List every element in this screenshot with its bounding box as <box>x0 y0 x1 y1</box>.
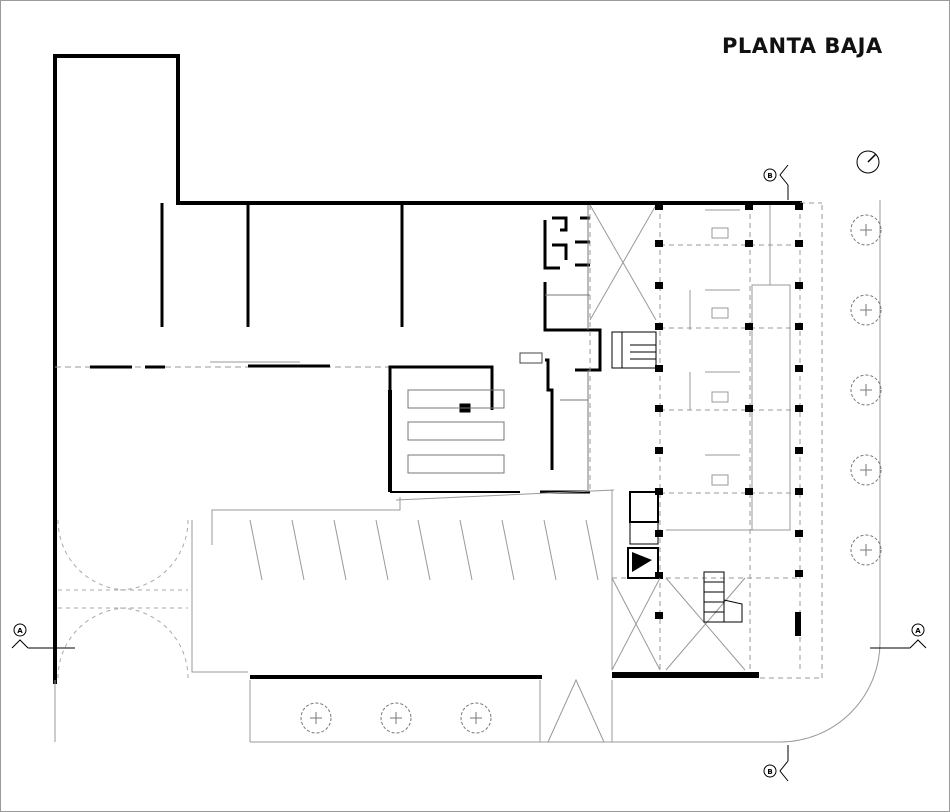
stair-lower <box>703 571 743 623</box>
section-marker-b-top: B <box>763 164 789 200</box>
svg-text:B: B <box>767 768 772 776</box>
section-marker-a-left: A <box>11 623 75 649</box>
tree-icon <box>380 702 412 734</box>
parking-area <box>191 497 599 673</box>
storage-bays <box>55 203 404 369</box>
service-core <box>519 205 602 490</box>
gallery <box>589 202 823 679</box>
tree-icon <box>300 702 332 734</box>
tree-icon <box>850 214 882 246</box>
lower-core <box>611 490 746 671</box>
tree-icon <box>460 702 492 734</box>
section-marker-a-right: A <box>870 623 927 649</box>
vehicle-gates <box>57 519 189 679</box>
stair-upper <box>611 331 657 369</box>
tree-icon <box>850 374 882 406</box>
section-marker-b-bottom: B <box>763 745 789 782</box>
sidewalk <box>54 200 881 743</box>
tree-icon <box>850 534 882 566</box>
exterior-walls <box>53 54 802 684</box>
tree-symbols <box>300 214 882 734</box>
north-arrow-icon <box>856 150 880 174</box>
drawing-title: PLANTA BAJA <box>722 34 883 58</box>
central-room <box>388 365 615 501</box>
tree-icon <box>850 294 882 326</box>
svg-text:B: B <box>767 172 772 180</box>
svg-text:A: A <box>915 627 921 635</box>
svg-text:A: A <box>17 627 23 635</box>
tree-icon <box>850 454 882 486</box>
